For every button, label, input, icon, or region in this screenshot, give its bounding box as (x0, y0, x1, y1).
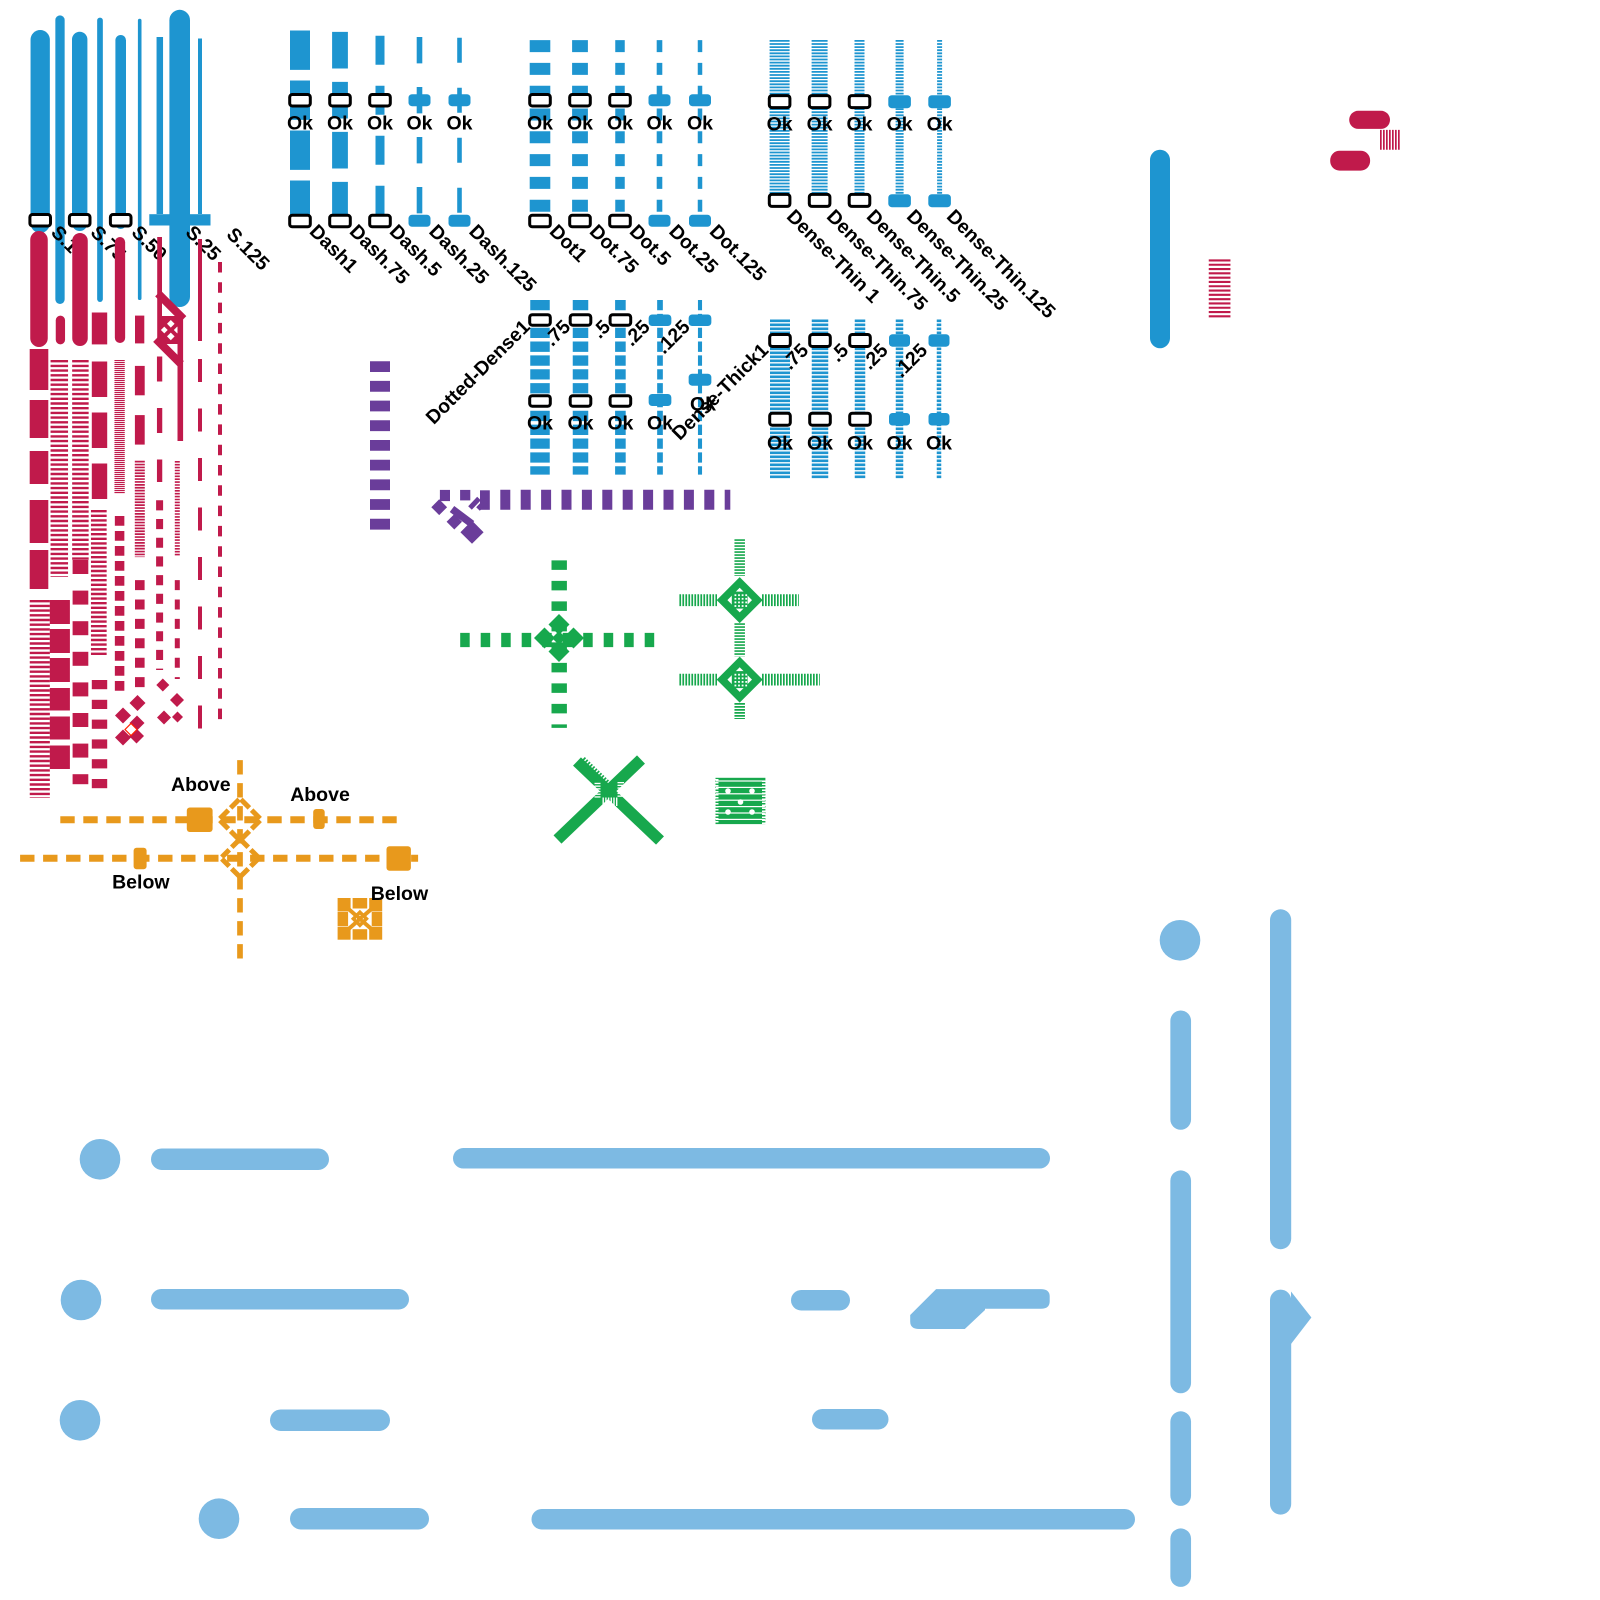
svg-text:Ok: Ok (527, 112, 553, 134)
svg-text:Ok: Ok (846, 114, 872, 136)
svg-text:Below: Below (371, 883, 429, 905)
svg-text:Ok: Ok (567, 413, 593, 435)
svg-text:Ok: Ok (926, 433, 952, 455)
svg-text:Ok: Ok (847, 433, 873, 455)
svg-text:Above: Above (290, 784, 350, 806)
svg-text:Ok: Ok (767, 433, 793, 455)
svg-text:Ok: Ok (607, 413, 633, 435)
svg-text:Ok: Ok (446, 112, 472, 134)
svg-text:Ok: Ok (690, 394, 716, 416)
svg-text:Ok: Ok (327, 112, 353, 134)
svg-text:Ok: Ok (567, 112, 593, 134)
svg-text:Ok: Ok (927, 114, 953, 136)
svg-text:Ok: Ok (767, 114, 793, 136)
svg-text:Ok: Ok (887, 114, 913, 136)
svg-text:Ok: Ok (607, 112, 633, 134)
svg-text:Ok: Ok (807, 114, 833, 136)
svg-text:Ok: Ok (807, 433, 833, 455)
svg-text:Ok: Ok (287, 112, 313, 134)
svg-text:Ok: Ok (527, 413, 553, 435)
svg-text:Ok: Ok (646, 112, 672, 134)
svg-text:Ok: Ok (647, 413, 673, 435)
svg-text:Ok: Ok (406, 112, 432, 134)
svg-text:Below: Below (112, 872, 170, 894)
svg-text:Ok: Ok (886, 433, 912, 455)
svg-text:Ok: Ok (367, 112, 393, 134)
svg-text:Above: Above (171, 774, 231, 796)
svg-text:Ok: Ok (687, 112, 713, 134)
